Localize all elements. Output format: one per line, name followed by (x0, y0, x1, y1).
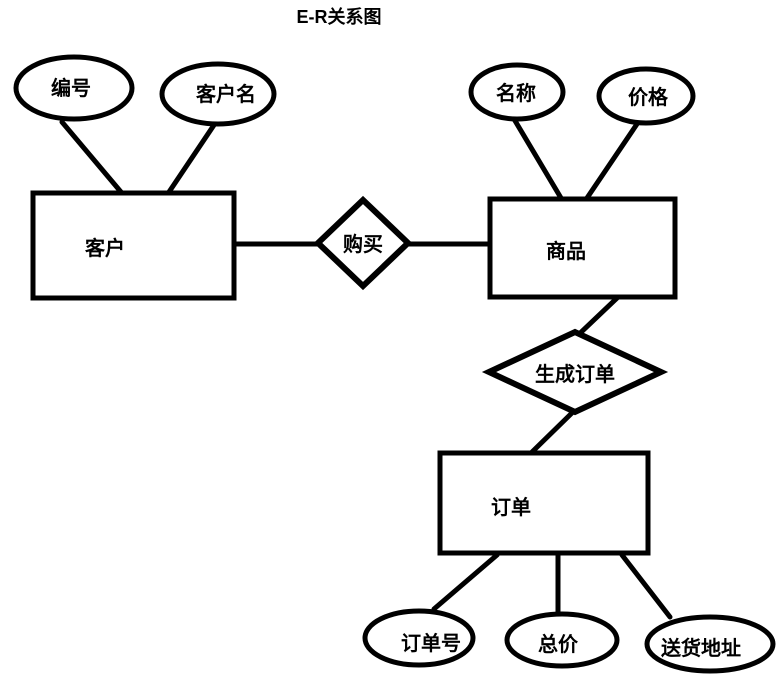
attribute-delivery-address: 送货地址 (644, 614, 776, 674)
entity-customer: 客户 (30, 190, 237, 301)
connector-order-deliveryaddress (619, 552, 673, 620)
relationship-generate-order: 生成订单 (481, 328, 669, 416)
attribute-product-name: 名称 (468, 62, 566, 122)
entity-product-label: 商品 (546, 239, 586, 263)
entity-order-label: 订单 (491, 495, 531, 519)
diagram-title: E-R关系图 (297, 6, 382, 27)
entity-customer-box (30, 190, 237, 301)
attribute-delivery-address-ellipse (644, 614, 776, 674)
relationship-generate-order-label: 生成订单 (535, 362, 615, 386)
entity-order-box (437, 450, 651, 556)
attribute-price: 价格 (596, 66, 696, 126)
connector-productname-product (511, 116, 564, 201)
entity-customer-label: 客户 (84, 236, 125, 260)
attribute-order-id-label: 订单号 (401, 631, 461, 655)
attribute-price-label: 价格 (628, 85, 669, 109)
attribute-total-price-ellipse (504, 611, 620, 669)
connector-customername-customer (166, 122, 217, 195)
relationship-buy: 购买 (313, 195, 413, 291)
attribute-customer-id-label: 编号 (51, 76, 91, 100)
entity-order: 订单 (437, 450, 651, 556)
connector-customerid-customer (59, 119, 124, 195)
attribute-customer-name-label: 客户名 (195, 82, 256, 106)
attribute-total-price-label: 总价 (538, 632, 579, 656)
attribute-order-id-ellipse (362, 608, 476, 668)
connector-order-orderid (431, 552, 500, 612)
attribute-product-name-label: 名称 (496, 81, 536, 105)
attribute-total-price: 总价 (504, 611, 620, 669)
attribute-customer-name: 客户名 (159, 61, 277, 127)
relationship-generate-order-diamond (481, 328, 669, 416)
attribute-price-ellipse (596, 66, 696, 126)
attribute-product-name-ellipse (468, 62, 566, 122)
attribute-customer-id: 编号 (13, 54, 135, 122)
connector-price-product (584, 121, 640, 201)
connectors (59, 116, 673, 620)
attribute-order-id: 订单号 (362, 608, 476, 668)
connector-product-generateorder (574, 295, 620, 339)
connector-generateorder-order (529, 406, 579, 455)
attribute-delivery-address-label: 送货地址 (661, 636, 741, 660)
relationship-buy-diamond (313, 195, 413, 291)
attribute-customer-id-ellipse (13, 54, 135, 122)
entity-product: 商品 (487, 196, 678, 300)
attribute-customer-name-ellipse (159, 61, 277, 127)
entity-product-box (487, 196, 678, 300)
relationship-buy-label: 购买 (343, 232, 383, 256)
